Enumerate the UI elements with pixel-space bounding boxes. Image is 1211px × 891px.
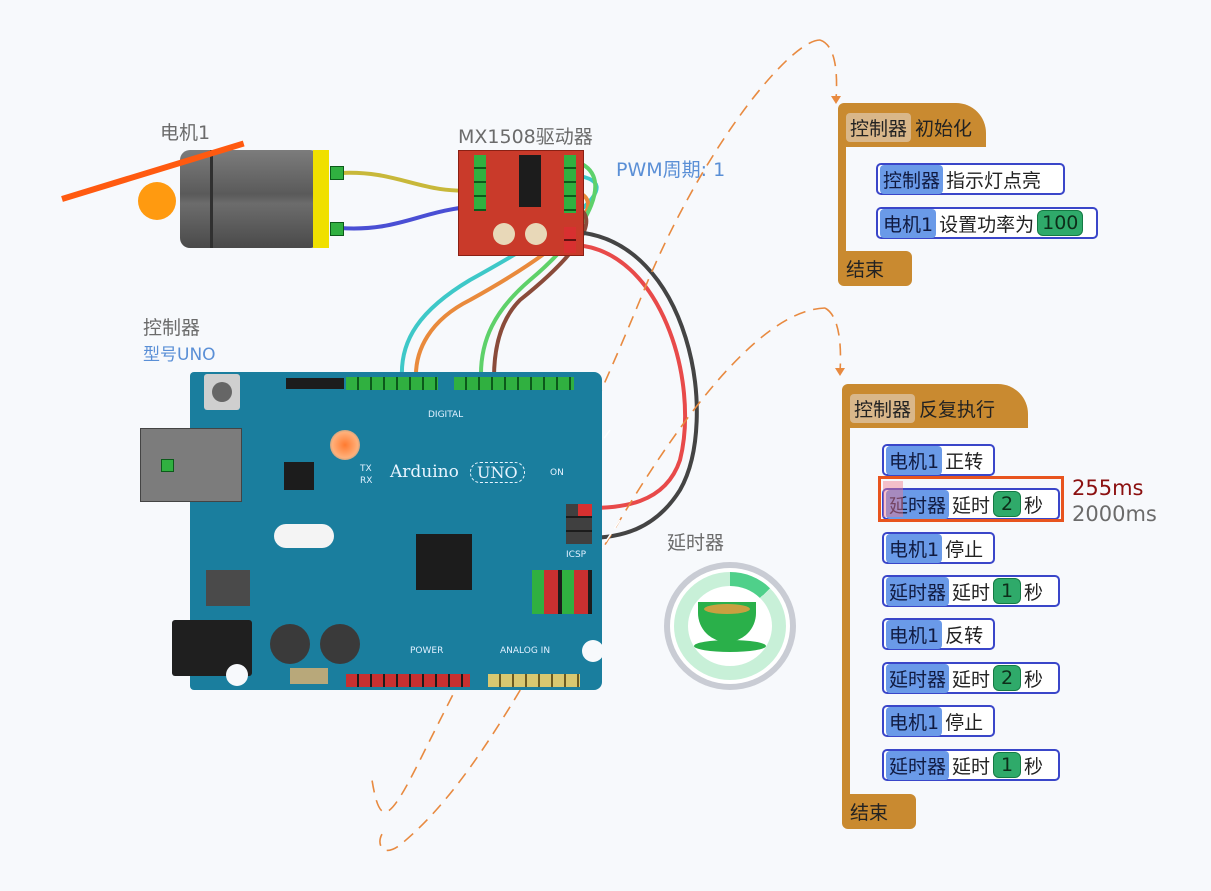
loop-object: 控制器 — [850, 394, 916, 423]
driver-left-pins[interactable] — [474, 155, 486, 211]
digital-header-1[interactable] — [346, 377, 438, 390]
wire-brown — [492, 203, 589, 379]
stmt-forward[interactable]: 电机1 正转 — [882, 444, 995, 476]
status-led — [330, 430, 360, 460]
motor-label: 电机1 — [160, 122, 211, 144]
active-statement-highlight — [878, 476, 1064, 522]
delay-value-3[interactable]: 2 — [993, 665, 1022, 691]
power-value-input[interactable]: 100 — [1037, 210, 1084, 236]
analog-header[interactable] — [488, 674, 580, 687]
motor[interactable] — [180, 150, 320, 248]
wire-orange — [413, 188, 591, 379]
motor-terminal-plate — [313, 150, 329, 248]
loop-block[interactable]: 控制器 反复执行 电机1 正转 延时器 延时 2 秒 电机1 停止 延时器 延时… — [842, 384, 1072, 830]
stmt-stop-1[interactable]: 电机1 停止 — [882, 532, 995, 564]
stmt-delay-3[interactable]: 延时器 延时 2 秒 — [882, 662, 1060, 694]
flow-arrow-2 — [379, 307, 826, 852]
stmt-delay-1[interactable]: 延时器 延时 2 秒 — [882, 488, 1060, 520]
crystal — [274, 524, 334, 548]
delay-value-2[interactable]: 1 — [993, 578, 1022, 604]
driver-power-pins[interactable] — [564, 227, 576, 253]
init-object: 控制器 — [846, 113, 912, 142]
timer-widget[interactable] — [664, 562, 796, 690]
stmt-delay-4[interactable]: 延时器 延时 1 秒 — [882, 749, 1060, 781]
delay-value-4[interactable]: 1 — [993, 752, 1022, 778]
driver-label: MX1508驱动器 — [458, 126, 593, 148]
total-time: 2000ms — [1072, 502, 1157, 526]
delay-value-1[interactable]: 2 — [993, 491, 1022, 517]
board-model: UNO — [470, 462, 525, 483]
elapsed-time: 255ms — [1072, 476, 1144, 500]
execution-progress — [883, 481, 903, 517]
board-brand: Arduino — [390, 462, 459, 482]
stmt-stop-2[interactable]: 电机1 停止 — [882, 705, 995, 737]
init-end: 结束 — [838, 251, 912, 286]
arduino-board[interactable]: DIGITAL TX RX Arduino UNO ON ICSP POWER … — [140, 372, 604, 690]
power-header[interactable] — [346, 674, 470, 687]
reset-button[interactable] — [204, 374, 240, 410]
controller-label: 控制器 — [143, 317, 201, 339]
wire-red — [574, 243, 688, 510]
motor-pin-2[interactable] — [330, 222, 344, 236]
init-title: 初始化 — [915, 118, 973, 140]
loop-end: 结束 — [842, 794, 916, 829]
motor-pin-1[interactable] — [330, 166, 344, 180]
wire-black — [574, 230, 699, 540]
motor-hub — [138, 182, 176, 220]
driver-right-pins[interactable] — [564, 155, 576, 213]
stmt-reverse[interactable]: 电机1 反转 — [882, 618, 995, 650]
stmt-delay-2[interactable]: 延时器 延时 1 秒 — [882, 575, 1060, 607]
stmt-set-power[interactable]: 电机1 设置功率为 100 — [876, 207, 1098, 239]
wire-green — [478, 158, 598, 379]
pwm-label: PWM周期: 1 — [616, 159, 726, 181]
init-block[interactable]: 控制器 初始化 控制器 指示灯点亮 电机1 设置功率为 100 结束 — [838, 103, 1108, 286]
timer-label: 延时器 — [667, 532, 725, 554]
usb-port — [140, 428, 242, 502]
stmt-led-on[interactable]: 控制器 指示灯点亮 — [876, 163, 1065, 195]
loop-title: 反复执行 — [919, 399, 996, 421]
digital-header-2[interactable] — [454, 377, 574, 390]
mcu-chip — [416, 534, 472, 590]
controller-model: 型号UNO — [143, 345, 216, 365]
